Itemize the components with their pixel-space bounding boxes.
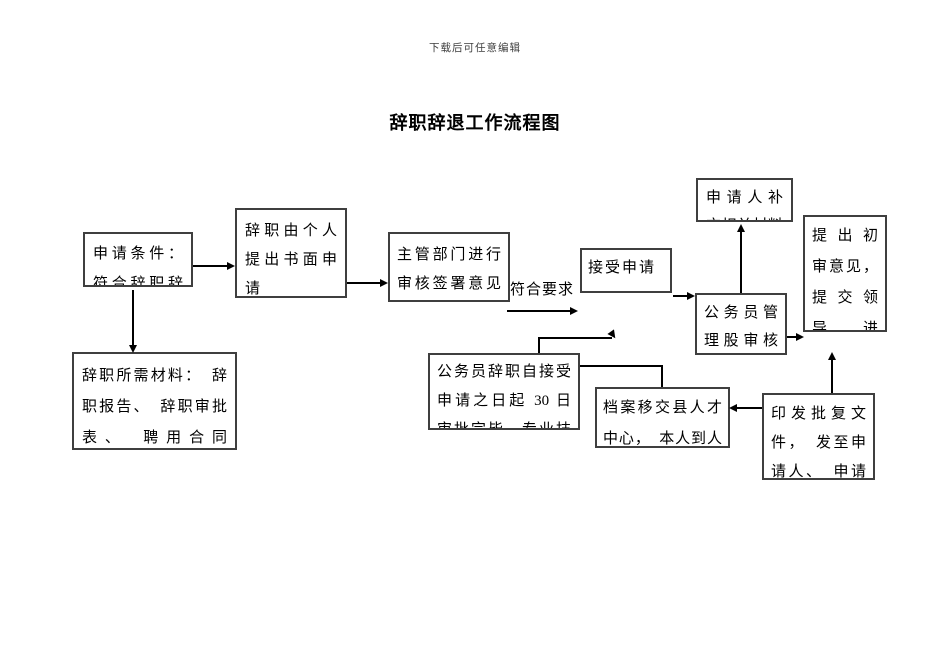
arrow-right-icon [227, 262, 235, 270]
page-title: 辞职辞退工作流程图 [389, 113, 561, 133]
arrow-mgmt-to-opinion-line [787, 336, 797, 338]
arrow-up-icon [737, 224, 745, 232]
arrow-right-icon [570, 307, 578, 315]
connector-thirtyday-to-archive-vertical [661, 365, 663, 387]
arrow-right-icon [796, 333, 804, 341]
flow-box-required-materials: 辞职所需材料： 辞 职报告、 辞职审批 表、 聘用合同 [72, 352, 237, 450]
arrow-meets-requirements-line [507, 310, 571, 312]
flow-box-dept-review: 主管部门进行 审核签署意见 [388, 232, 510, 302]
connector-thirtyday-elbow-horizontal [538, 337, 612, 339]
arrow-mgmt-to-supplement-line [740, 232, 742, 293]
arrow-conditions-to-application-line [193, 265, 229, 267]
arrow-issue-to-archive-line [736, 407, 762, 409]
arrow-right-icon [380, 279, 388, 287]
connector-thirtyday-to-archive-horizontal [580, 365, 663, 367]
flow-box-archive-transfer: 档案移交县人才 中心， 本人到人 [595, 387, 730, 448]
arrow-issue-to-opinion-line [831, 360, 833, 393]
flow-box-thirty-day-approval: 公务员辞职自接受 申请之日起 30 日 审批完毕，专业技 [428, 353, 580, 430]
flow-box-applicant-supplement: 申请人补 充相关材料 [696, 178, 793, 222]
arrow-right-icon [687, 292, 695, 300]
flow-box-written-application: 辞职由个人 提出书面申 请 [235, 208, 347, 298]
connector-thirtyday-elbow-vertical [538, 338, 540, 353]
flow-box-accept-application: 接受申请 [580, 248, 672, 293]
arrow-application-to-review-line [347, 282, 381, 284]
flow-box-initial-opinion: 提出初 审意见， 提交领 导 进 [803, 215, 887, 332]
arrow-up-icon [828, 352, 836, 360]
arrow-down-icon [129, 345, 137, 353]
flow-box-apply-conditions: 申请条件： 符合辞职辞 [83, 232, 193, 287]
arrow-accept-to-mgmt-line [673, 295, 688, 297]
edge-label-meets-requirements: 符合要求 [510, 282, 575, 298]
arrow-left-icon [729, 404, 737, 412]
watermark-text: 下载后可任意编辑 [429, 43, 521, 54]
flow-box-civil-servant-mgmt-review: 公务员管 理股审核 [695, 293, 787, 355]
arrow-conditions-to-materials-line [132, 290, 134, 346]
flow-box-issue-approval-doc: 印发批复文 件， 发至申 请人、 申请 [762, 393, 875, 480]
